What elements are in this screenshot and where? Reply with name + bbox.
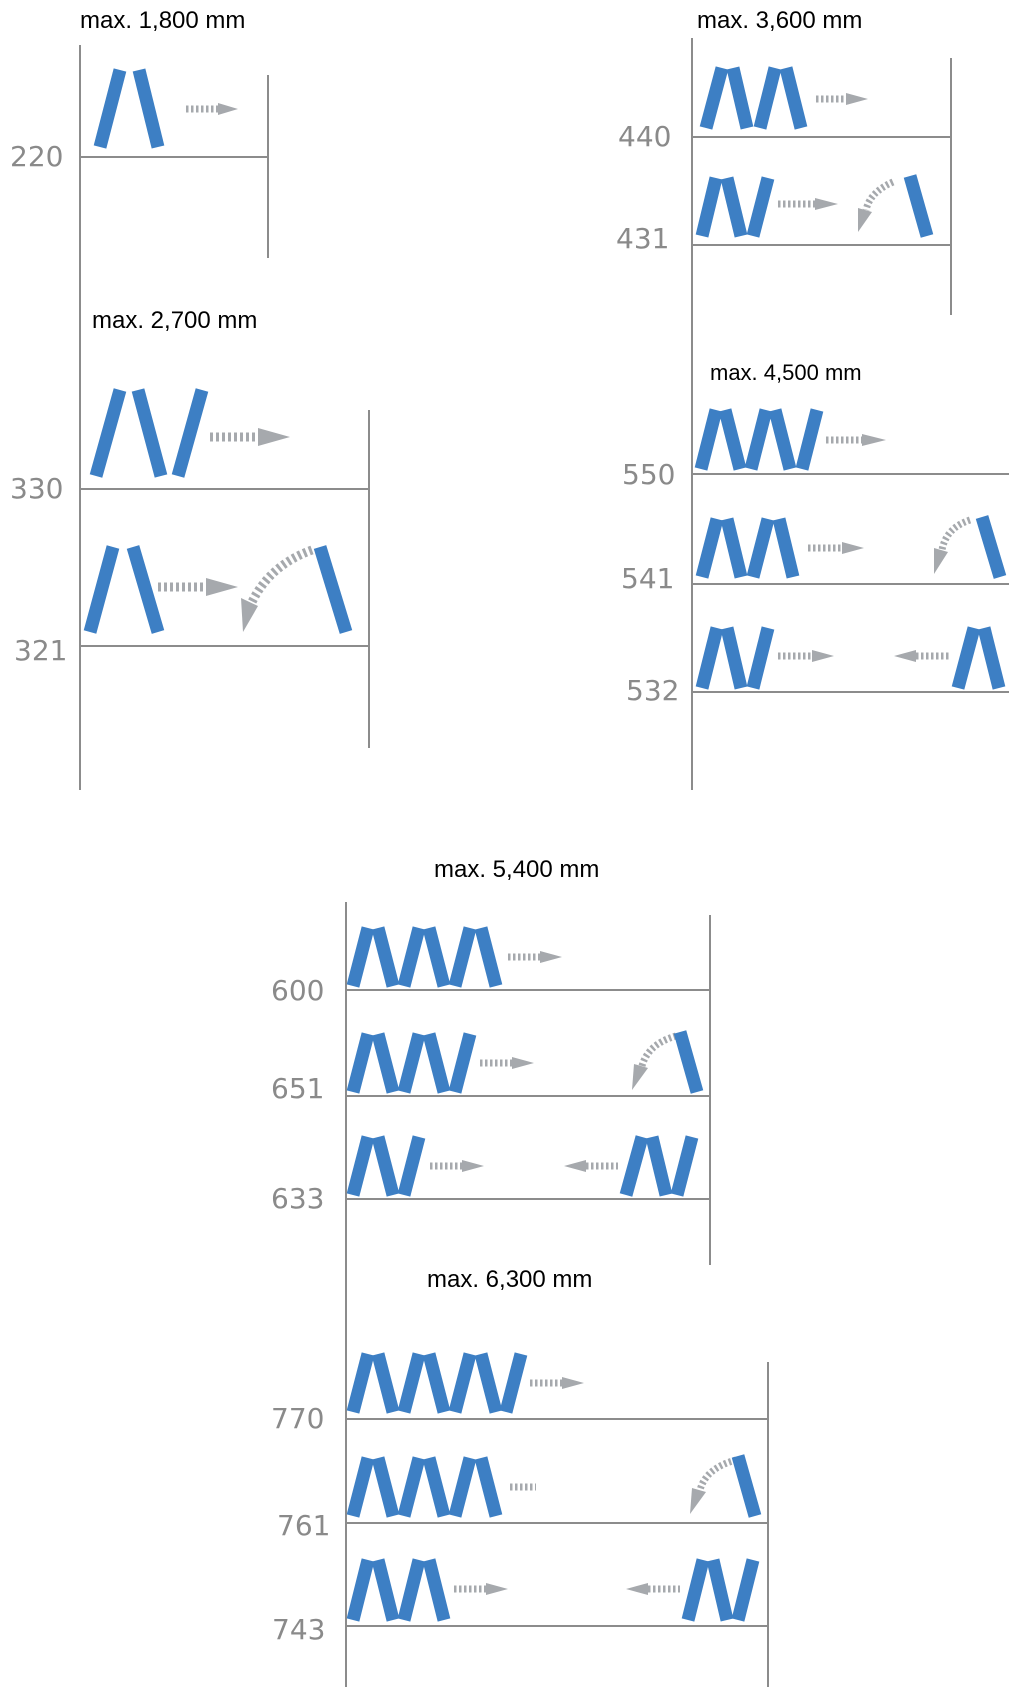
swing-arrow-icon (690, 1456, 737, 1514)
group-title: max. 1,800 mm (80, 7, 245, 34)
group-title: max. 4,500 mm (710, 360, 862, 385)
slide-arrow-icon (530, 1377, 584, 1389)
folding-panel-icon (695, 517, 800, 579)
config-code: 761 (277, 1509, 330, 1542)
folding-panel-icon (346, 1456, 503, 1518)
slide-arrow-icon (210, 428, 290, 446)
config-code: 220 (10, 140, 63, 173)
config-group-1800: max. 1,800 mm 220 (10, 7, 269, 790)
slide-arrow-icon (454, 1583, 508, 1595)
config-code: 633 (271, 1182, 324, 1215)
folding-panel-icon (695, 176, 775, 238)
folding-panel-icon (694, 408, 824, 471)
slide-arrow-icon (778, 650, 834, 662)
slide-arrow-icon (564, 1160, 618, 1172)
slide-arrow-icon (816, 93, 868, 105)
folding-panel-icon (673, 1030, 704, 1094)
config-code: 770 (271, 1402, 324, 1435)
folding-panel-icon (346, 1352, 528, 1414)
swing-arrow-icon (934, 516, 972, 574)
folding-panel-icon (346, 1032, 477, 1094)
slide-arrow-icon (894, 650, 950, 662)
slide-arrow-icon (626, 1583, 680, 1595)
config-code: 321 (14, 634, 67, 667)
slide-arrow-icon (808, 542, 864, 554)
config-group-4500: max. 4,500 mm 550 541 532 (621, 360, 1009, 707)
slide-arrow-icon (430, 1160, 484, 1172)
group-title: max. 2,700 mm (92, 307, 257, 334)
folding-panel-icon (695, 626, 775, 690)
folding-panel-icon (89, 388, 209, 478)
folding-panel-icon (83, 545, 165, 634)
slide-arrow-icon (186, 103, 238, 115)
config-group-5400: max. 5,400 mm 600 651 633 (271, 856, 711, 1687)
folding-panel-icon (346, 1558, 451, 1622)
slide-arrow-icon (508, 951, 562, 963)
group-title: max. 6,300 mm (427, 1266, 592, 1293)
config-code: 431 (616, 222, 669, 255)
slide-arrow-icon (826, 434, 886, 446)
config-code: 743 (272, 1613, 325, 1646)
folding-panel-icon (731, 1454, 762, 1518)
config-code: 330 (10, 472, 63, 505)
group-title: max. 3,600 mm (697, 7, 862, 34)
slide-arrow-icon (480, 1057, 534, 1069)
swing-arrow-icon (241, 545, 314, 632)
folding-panel-icon (619, 1135, 699, 1197)
config-code: 550 (622, 458, 675, 491)
config-code: 440 (618, 120, 671, 153)
slide-arrow-icon (158, 578, 238, 596)
config-group-2700: max. 2,700 mm 330 321 (10, 307, 370, 748)
config-code: 541 (621, 562, 674, 595)
config-code: 532 (626, 674, 679, 707)
folding-panel-icon (346, 926, 503, 988)
swing-arrow-icon (858, 178, 895, 232)
folding-panel-icon (681, 1558, 760, 1622)
group-title: max. 5,400 mm (434, 856, 599, 883)
folding-panel-icon (346, 1135, 426, 1197)
folding-panel-icon (975, 515, 1007, 579)
folding-panel-icon (93, 68, 165, 149)
config-group-3600: max. 3,600 mm 440 431 (616, 7, 952, 790)
swing-arrow-icon (632, 1032, 678, 1090)
folding-panel-icon (313, 545, 353, 634)
config-code: 651 (271, 1072, 324, 1105)
slide-arrow-icon (778, 198, 838, 210)
config-group-6300: max. 6,300 mm 770 761 743 (271, 1266, 769, 1687)
folding-panel-icon (699, 66, 808, 130)
folding-panel-icon (951, 626, 1006, 690)
folding-panel-icon (903, 174, 934, 238)
config-code: 600 (271, 974, 324, 1007)
